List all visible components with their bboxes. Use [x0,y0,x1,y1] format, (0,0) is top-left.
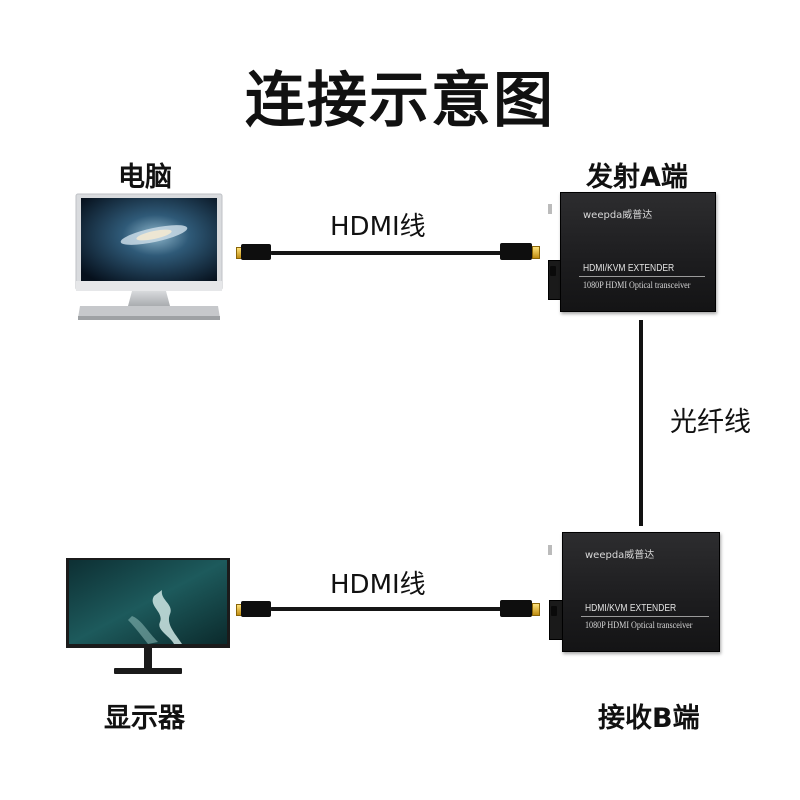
hdmi-connector [500,243,532,260]
transmitter-extender: weepda威普达 HDMI/KVM EXTENDER 1080P HDMI O… [560,192,716,312]
fiber-cable [639,320,643,526]
hdmi-connector [241,244,271,260]
port-hole [550,266,556,276]
description-text: 1080P HDMI Optical transceiver [585,620,692,630]
hdmi-connector [500,600,532,617]
transmitter-label: 发射A端 [586,155,688,194]
connector-tip [532,603,540,616]
receiver-extender: weepda威普达 HDMI/KVM EXTENDER 1080P HDMI O… [562,532,720,652]
status-led [548,204,552,214]
monitor-icon [62,556,234,684]
monitor-label: 显示器 [104,696,185,735]
model-text: HDMI/KVM EXTENDER [585,603,676,614]
top-cable-label: HDMI线 [330,206,426,243]
receiver-label: 接收B端 [598,696,700,735]
brand-text: weepda威普达 [583,206,652,221]
diagram-title: 连接示意图 [0,52,800,139]
cable-wire [270,607,502,611]
connector-tip [532,246,540,259]
description-text: 1080P HDMI Optical transceiver [583,280,690,290]
cable-wire [270,251,502,255]
model-text: HDMI/KVM EXTENDER [583,263,674,274]
status-led [548,545,552,555]
computer-icon [70,188,230,328]
divider [579,276,705,277]
bottom-cable-label: HDMI线 [330,564,426,601]
port-hole [551,606,557,616]
hdmi-connector [241,601,271,617]
brand-text: weepda威普达 [585,546,654,561]
fiber-label: 光纤线 [670,400,751,439]
divider [581,616,709,617]
